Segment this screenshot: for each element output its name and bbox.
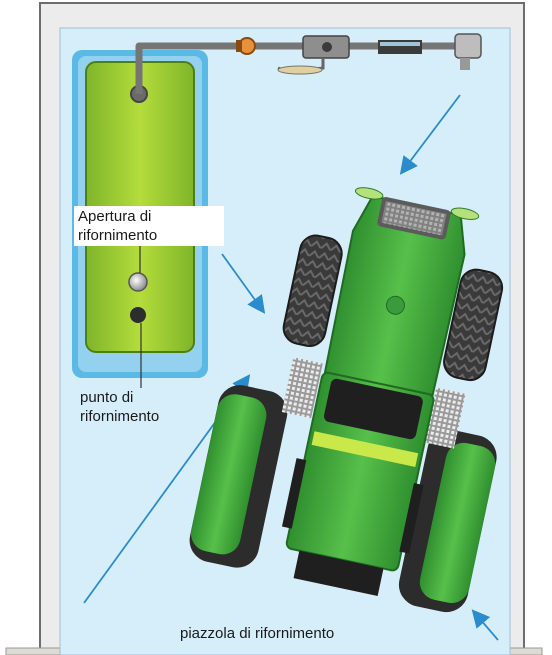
refuel-point-marker [130,307,146,323]
refuel-point-label-line-1: punto di [80,389,134,406]
filler-opening-label-line-2: rifornimento [78,227,158,244]
direction-arrow-icon [471,609,499,641]
direction-arrow-icon [399,94,461,175]
filler-opening-label-line-1: Apertura di [78,208,152,225]
refuel-point-label-line-2: rifornimento [80,408,160,425]
direction-arrow-icon [221,253,266,314]
refuel-pad-label: piazzola di rifornimento [180,625,335,642]
refuel-point-label: punto di rifornimento [80,388,230,426]
tractor-icon [189,187,504,613]
fuel-pipe-icon [135,33,482,94]
filler-opening-label: Apertura di rifornimento [74,206,224,246]
fuel-nozzle-icon [277,58,325,75]
filler-opening-marker [128,272,148,292]
